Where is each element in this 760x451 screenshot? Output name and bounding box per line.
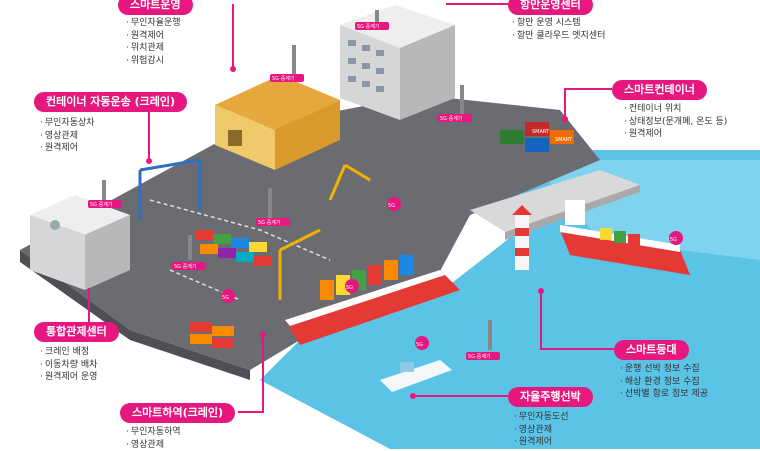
leader-smart-unloading <box>262 336 264 412</box>
sea-ship-bridge <box>565 200 585 225</box>
leader-port-ops-center <box>446 3 508 5</box>
list-item: 크레인 배정 <box>40 346 97 359</box>
fiveg-badge-2: 5G <box>345 279 359 293</box>
warehouse-door <box>228 130 242 146</box>
leader-smart-unloading-h <box>238 411 264 413</box>
smart-container-tag: SMART <box>532 129 550 135</box>
leader-container-transport <box>148 112 150 160</box>
callout-title-autonomous-ship: 자율주행선박 <box>508 387 593 407</box>
leader-smart-lighthouse <box>540 348 614 350</box>
list-item: 항만 운영 시스템 <box>512 17 605 30</box>
leader-smart-container-drop <box>564 88 566 118</box>
list-item: 원격제어 <box>40 142 95 155</box>
callout-title-port-ops-center: 항만운영센터 <box>508 0 593 15</box>
callout-items-port-ops-center: 항만 운영 시스템 항만 클라우드 엣지센터 <box>512 17 605 42</box>
list-item: 해상 환경 정보 수집 <box>620 376 708 389</box>
list-item: 운행 선박 정보 수집 <box>620 363 708 376</box>
svg-text:5G: 5G <box>346 285 353 291</box>
svg-text:5G 중계기: 5G 중계기 <box>258 219 280 226</box>
fiveg-badge-3: 5G <box>387 197 401 211</box>
callout-title-smart-unloading: 스마트하역(크레인) <box>120 403 235 423</box>
list-item: 무인자동도선 <box>514 411 569 424</box>
callout-title-container-transport: 컨테이너 자동운송 (크레인) <box>34 92 187 112</box>
leader-dot-smart-container <box>562 116 568 122</box>
list-item: 항만 클라우드 엣지센터 <box>512 30 605 43</box>
callout-title-smart-operation: 스마트운영 <box>118 0 193 15</box>
callout-items-smart-lighthouse: 운행 선박 정보 수집 해상 환경 정보 수집 선박별 항로 정보 제공 <box>620 363 708 401</box>
leader-control-center <box>88 288 90 322</box>
leader-smart-operation <box>232 4 234 68</box>
leader-smart-container <box>564 88 612 90</box>
leader-dot-smart-lighthouse <box>538 288 544 294</box>
list-item: 원격제어 <box>514 436 569 449</box>
svg-text:5G: 5G <box>670 237 677 243</box>
leader-dot-container-transport <box>146 158 152 164</box>
lighthouse-body <box>515 215 529 270</box>
list-item: 무인자율운행 <box>126 17 181 30</box>
list-item: 컨테이너 위치 <box>624 103 727 116</box>
leader-dot-autonomous-ship <box>410 393 416 399</box>
svg-text:5G 중계기: 5G 중계기 <box>272 75 294 82</box>
callout-title-smart-container: 스마트컨테이너 <box>612 80 707 100</box>
list-item: 원격제어 <box>624 128 727 141</box>
leader-dot-smart-unloading <box>260 332 266 338</box>
list-item: 위험감시 <box>126 55 181 68</box>
svg-text:5G 중계기: 5G 중계기 <box>357 23 379 30</box>
control-building-clock <box>50 220 60 230</box>
list-item: 위치관제 <box>126 42 181 55</box>
fiveg-badge-4: 5G <box>669 231 683 245</box>
svg-text:5G: 5G <box>388 203 395 209</box>
list-item: 원격제어 <box>126 30 181 43</box>
list-item: 무인자동하역 <box>126 426 181 439</box>
callout-items-container-transport: 무인자동상차 영상관제 원격제어 <box>40 117 95 155</box>
relay-tower-1: 5G 중계기 <box>270 45 304 82</box>
relay-tower-4: 5G 중계기 <box>88 180 122 208</box>
callout-title-control-center: 통합관제센터 <box>34 322 119 342</box>
list-item: 무인자동상차 <box>40 117 95 130</box>
leader-autonomous-ship <box>414 395 508 397</box>
svg-text:5G 중계기: 5G 중계기 <box>90 201 112 208</box>
callout-items-smart-container: 컨테이너 위치 상태정보(문개폐, 온도 등) 원격제어 <box>624 103 727 141</box>
list-item: 영상관제 <box>126 439 181 451</box>
list-item: 영상관제 <box>40 130 95 143</box>
svg-text:5G 중계기: 5G 중계기 <box>440 115 462 122</box>
list-item: 영상관제 <box>514 424 569 437</box>
list-item: 선박별 항로 정보 제공 <box>620 388 708 401</box>
fiveg-badge-5: 5G <box>415 336 429 350</box>
list-item: 원격제어 운영 <box>40 371 97 384</box>
smart-container-tag-2: SMART <box>555 137 573 143</box>
svg-text:5G 중계기: 5G 중계기 <box>174 263 196 270</box>
leader-dot-smart-operation <box>230 66 236 72</box>
fiveg-badge-1: 5G <box>221 289 235 303</box>
callout-items-autonomous-ship: 무인자동도선 영상관제 원격제어 <box>514 411 569 449</box>
svg-text:5G: 5G <box>222 295 229 301</box>
callout-items-smart-unloading: 무인자동하역 영상관제 <box>126 426 181 451</box>
callout-items-smart-operation: 무인자율운행 원격제어 위치관제 위험감시 <box>126 17 181 67</box>
callout-title-smart-lighthouse: 스마트등대 <box>614 340 689 360</box>
list-item: 상태정보(문개폐, 온도 등) <box>624 116 727 129</box>
svg-text:5G: 5G <box>416 342 423 348</box>
callout-items-control-center: 크레인 배정 이동차량 배차 원격제어 운영 <box>40 346 97 384</box>
svg-text:5G 중계기: 5G 중계기 <box>468 353 490 360</box>
list-item: 이동차량 배차 <box>40 359 97 372</box>
leader-smart-lighthouse-v <box>540 292 542 350</box>
